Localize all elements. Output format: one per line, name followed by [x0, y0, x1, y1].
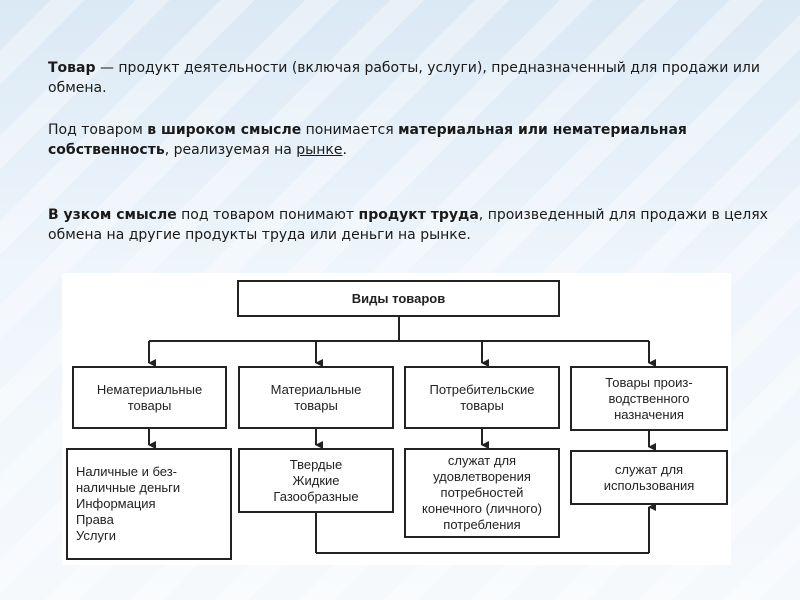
- details-intangible-list: Наличные и без- наличные деньги Информац…: [76, 464, 181, 543]
- root-box: Виды товаров: [237, 280, 560, 317]
- narrow-sense-term: В узком смысле: [48, 207, 177, 223]
- broad-text-a: Под товаром: [48, 122, 148, 138]
- category-consumer-label: Потребительские товары: [429, 381, 535, 413]
- narrow-text-d: , произведенный для продажи в целях обме…: [48, 207, 768, 243]
- root-label: Виды товаров: [351, 290, 446, 306]
- category-consumer: Потребительские товары: [404, 366, 560, 429]
- broad-sense-term: в широком смысле: [147, 122, 302, 138]
- category-intangible-label: Нематериальные товары: [96, 381, 203, 413]
- broad-sense-paragraph: Под товаром в широком смысле понимается …: [48, 120, 768, 160]
- definition-text: — продукт деятельности (включая работы, …: [48, 60, 760, 96]
- category-material: Материальные товары: [238, 366, 394, 429]
- labor-product-term: продукт труда: [358, 207, 479, 223]
- details-industrial: служат для использования: [570, 450, 728, 505]
- category-industrial-label: Товары произ- водственного назначения: [605, 374, 693, 422]
- term-tovar: Товар: [48, 60, 96, 76]
- property-term: материальная или нематериальная собствен…: [48, 122, 687, 158]
- broad-text-e: , реализуемая на: [164, 142, 297, 158]
- narrow-sense-paragraph: В узком смысле под товаром понимают прод…: [48, 205, 768, 245]
- narrow-text-b: под товаром понимают: [176, 207, 359, 223]
- market-link[interactable]: рынке: [296, 142, 343, 158]
- details-consumer-text: служат для удовлетворения потребностей к…: [422, 453, 542, 532]
- broad-text-c: понимается: [301, 122, 399, 138]
- category-industrial: Товары произ- водственного назначения: [570, 366, 728, 431]
- category-intangible: Нематериальные товары: [72, 366, 227, 429]
- details-consumer: служат для удовлетворения потребностей к…: [404, 448, 560, 538]
- goods-types-diagram: Виды товаров Нематериальные товары Матер…: [62, 273, 731, 565]
- details-material: Твердые Жидкие Газообразные: [238, 448, 394, 513]
- diagram-connectors: [148, 317, 656, 554]
- details-material-list: Твердые Жидкие Газообразные: [273, 456, 359, 504]
- category-material-label: Материальные товары: [270, 381, 362, 413]
- details-industrial-text: служат для использования: [603, 461, 695, 493]
- definition-paragraph: Товар — продукт деятельности (включая ра…: [48, 58, 768, 98]
- details-intangible: Наличные и без- наличные деньги Информац…: [66, 448, 232, 560]
- broad-text-f: .: [342, 142, 347, 158]
